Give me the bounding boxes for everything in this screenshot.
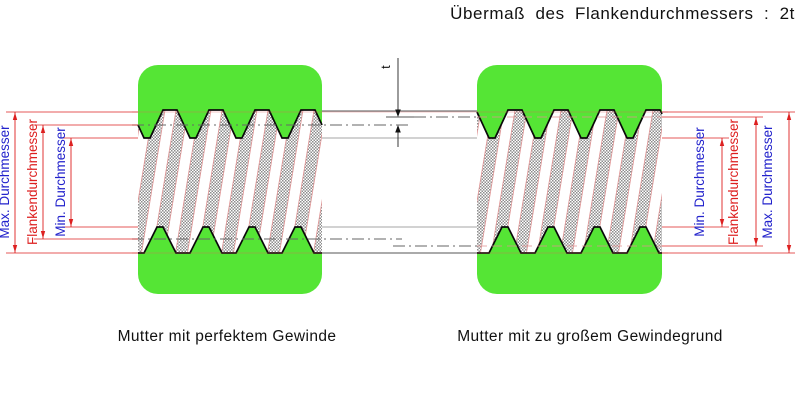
left-top-thread-profile [137,109,323,139]
left-dim-label-min: Min. Durchmesser [53,127,68,237]
left-nut-caption: Mutter mit perfektem Gewinde [118,328,337,345]
right-top-thread-profile [476,109,663,139]
t-dimension [395,58,401,147]
right-bolt-thread-hatch [477,110,662,253]
reference-lines [132,110,668,254]
right-dimension-set: Min. Durchmesser Flankendurchmesser Max.… [662,111,795,254]
right-dim-label-flanken: Flankendurchmesser [726,118,741,245]
diagram-title: Übermaß des Flankendurchmessers : 2t [450,4,795,23]
left-dim-label-max: Max. Durchmesser [0,125,12,239]
left-dim-label-flanken: Flankendurchmesser [25,118,40,245]
right-dim-label-min: Min. Durchmesser [692,127,707,237]
right-nut-caption: Mutter mit zu großem Gewindegrund [457,328,723,345]
right-nut-block [476,65,663,294]
left-dimension-set: Max. Durchmesser Flankendurchmesser Min.… [0,111,138,254]
left-nut-block [137,65,323,294]
t-dimension-label: t [378,65,393,69]
left-bolt-thread-hatch [138,110,322,253]
right-dim-label-max: Max. Durchmesser [760,125,775,239]
